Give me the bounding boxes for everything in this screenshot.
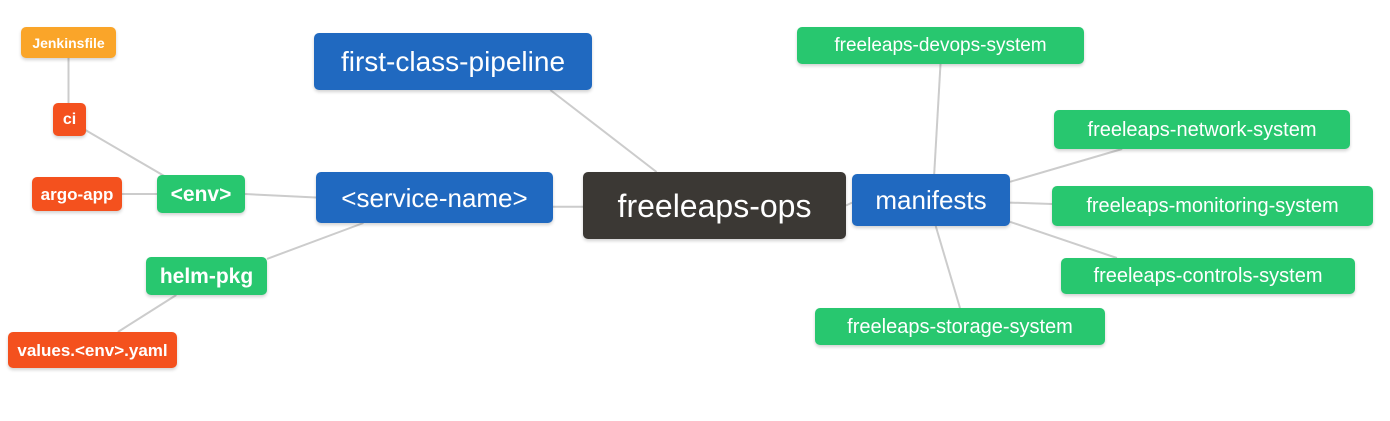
edge-manifests-to-controls-system bbox=[1009, 220, 1118, 259]
node-monitoring-system[interactable]: freeleaps-monitoring-system bbox=[1052, 186, 1373, 226]
node-devops-system[interactable]: freeleaps-devops-system bbox=[797, 27, 1084, 64]
edge-manifests-to-storage-system bbox=[934, 225, 961, 309]
node-manifests[interactable]: manifests bbox=[852, 174, 1010, 226]
node-jenkinsfile[interactable]: Jenkinsfile bbox=[21, 27, 116, 58]
node-helm-pkg[interactable]: helm-pkg bbox=[146, 257, 267, 295]
edge-helm-pkg-to-values-env-yaml bbox=[117, 294, 177, 333]
node-argo-app[interactable]: argo-app bbox=[32, 177, 122, 211]
node-env[interactable]: <env> bbox=[157, 175, 245, 213]
node-controls-system[interactable]: freeleaps-controls-system bbox=[1061, 258, 1355, 294]
edge-manifests-to-network-system bbox=[1009, 148, 1123, 183]
edge-manifests-to-monitoring-system bbox=[1009, 201, 1053, 205]
node-service-name[interactable]: <service-name> bbox=[316, 172, 553, 223]
edge-manifests-to-devops-system bbox=[933, 63, 942, 175]
node-storage-system[interactable]: freeleaps-storage-system bbox=[815, 308, 1105, 345]
node-ci[interactable]: ci bbox=[53, 103, 86, 136]
node-network-system[interactable]: freeleaps-network-system bbox=[1054, 110, 1350, 149]
edge-env-to-service-name bbox=[244, 193, 317, 199]
node-first-class-pipeline[interactable]: first-class-pipeline bbox=[314, 33, 592, 90]
edge-service-name-to-helm-pkg bbox=[266, 222, 364, 260]
edge-first-class-pipeline-to-freeleaps-ops bbox=[549, 89, 658, 173]
edge-ci-to-env bbox=[83, 128, 167, 178]
node-values-env-yaml[interactable]: values.<env>.yaml bbox=[8, 332, 177, 368]
node-freeleaps-ops[interactable]: freeleaps-ops bbox=[583, 172, 846, 239]
